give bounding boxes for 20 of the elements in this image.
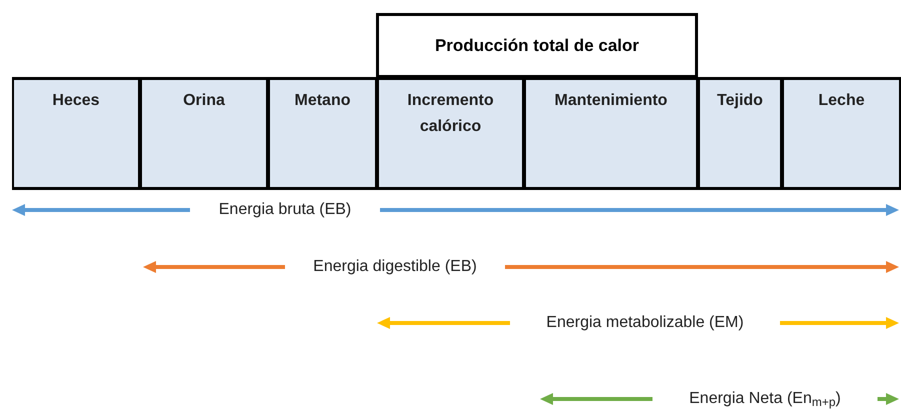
table-cell <box>268 77 377 190</box>
span-label: Energia Neta (En$_{m+p}$) <box>689 390 841 408</box>
header-box <box>376 13 698 78</box>
span-label: Energia bruta (EB) <box>218 201 352 219</box>
cell-text: Metano <box>294 91 350 111</box>
table-cell <box>140 77 268 190</box>
header-text: Producción total de calor <box>434 34 640 57</box>
cell-text: Incremento calórico <box>406 91 495 137</box>
cell-text: Tejido <box>717 91 763 111</box>
table-cell <box>782 77 901 190</box>
span-label: Energia digestible (EB) <box>313 258 477 276</box>
cell-text: Orina <box>183 91 225 111</box>
table-cell <box>12 77 140 190</box>
cell-text: Heces <box>52 91 100 111</box>
table-cell <box>377 77 524 190</box>
span-label: Energia metabolizable (EM) <box>546 314 744 332</box>
table-cell <box>698 77 782 190</box>
table-cell <box>524 77 698 190</box>
cell-text: Leche <box>818 91 865 111</box>
cell-text: Mantenimiento <box>554 91 668 111</box>
